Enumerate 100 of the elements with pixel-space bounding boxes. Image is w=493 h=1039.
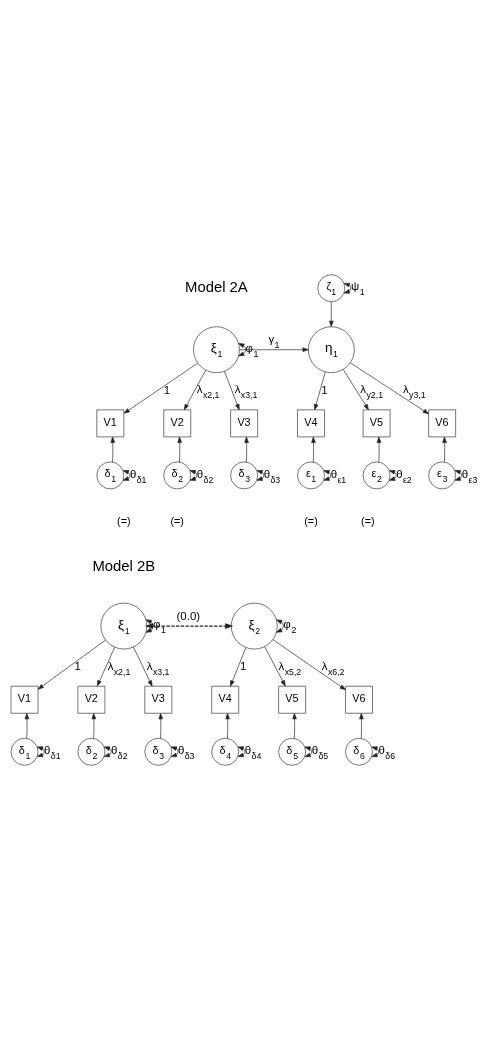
node-circle: ξ$_{1}$ bbox=[193, 325, 240, 373]
arrow bbox=[103, 745, 112, 757]
edge-label: λ$_{x3,1}$ bbox=[234, 382, 258, 400]
arrow bbox=[183, 369, 207, 410]
edge-label: θ$_{δ2}$ bbox=[196, 467, 214, 484]
arrow bbox=[359, 712, 364, 739]
node-circle: δ$_{5}$ bbox=[278, 737, 306, 766]
arrow bbox=[323, 469, 331, 481]
node-circle: δ$_{1}$ bbox=[96, 461, 125, 489]
arrow bbox=[170, 745, 179, 757]
arrow bbox=[342, 368, 369, 410]
node-circle: ξ$_{2}$ bbox=[230, 602, 278, 649]
arrow bbox=[292, 712, 297, 739]
node-box: V5 bbox=[362, 409, 391, 437]
arrow bbox=[371, 745, 379, 757]
edge-label: 1 bbox=[321, 383, 328, 396]
arrow bbox=[329, 301, 334, 327]
node-box: V4 bbox=[211, 685, 240, 714]
arrow bbox=[343, 282, 352, 294]
label: (=) bbox=[117, 514, 131, 527]
edge-label: θ$_{ε2}$ bbox=[396, 467, 412, 484]
arrow bbox=[177, 436, 182, 462]
edge-label: θ$_{δ2}$ bbox=[111, 743, 128, 761]
edge-label: θ$_{δ3}$ bbox=[263, 467, 281, 484]
edge-label: θ$_{ε1}$ bbox=[330, 467, 347, 484]
edge-label: 1 bbox=[240, 659, 247, 672]
arrow bbox=[272, 638, 346, 690]
arrow bbox=[313, 371, 326, 410]
node-circle: ε$_{3}$ bbox=[428, 461, 456, 489]
node-box: V4 bbox=[297, 409, 325, 437]
edge-label: (0.0) bbox=[176, 609, 201, 622]
arrow bbox=[123, 362, 199, 414]
label: Model 2B bbox=[92, 557, 156, 574]
node-box: V1 bbox=[96, 409, 125, 437]
node-box: V5 bbox=[278, 685, 306, 714]
edge-label: 1 bbox=[163, 383, 171, 396]
arrow bbox=[239, 347, 309, 352]
edge-label: θ$_{δ3}$ bbox=[177, 743, 195, 761]
arrow bbox=[225, 712, 230, 739]
edge-label: λ$_{x2,1}$ bbox=[196, 382, 220, 400]
arrow bbox=[311, 436, 316, 462]
arrow bbox=[276, 619, 284, 633]
node-circle: ζ$_{1}$ bbox=[317, 273, 346, 302]
arrow bbox=[230, 646, 247, 686]
node-circle: δ$_{4}$ bbox=[211, 737, 240, 766]
node-circle: δ$_{1}$ bbox=[10, 737, 39, 766]
arrow bbox=[96, 646, 115, 686]
arrow bbox=[224, 370, 240, 410]
node-box: V2 bbox=[163, 409, 192, 437]
edge-label: 1 bbox=[74, 659, 81, 672]
edge-label: φ$_{2}$ bbox=[283, 617, 297, 635]
arrow bbox=[37, 745, 45, 757]
node-box: V2 bbox=[77, 685, 106, 714]
edge-label: λ$_{x6,2}$ bbox=[321, 659, 345, 677]
label: (=) bbox=[304, 514, 318, 527]
node-box: V3 bbox=[144, 685, 173, 714]
arrow bbox=[91, 712, 97, 739]
node-circle: δ$_{2}$ bbox=[77, 737, 106, 766]
edge-label: θ$_{δ6}$ bbox=[378, 743, 396, 761]
arrow bbox=[237, 745, 246, 757]
edge-label: θ$_{δ1}$ bbox=[44, 743, 61, 761]
node-circle: ε$_{2}$ bbox=[362, 461, 391, 489]
arrow bbox=[158, 712, 163, 739]
arrow bbox=[189, 469, 198, 481]
node-circle: δ$_{3}$ bbox=[230, 461, 258, 489]
node-circle: δ$_{2}$ bbox=[163, 461, 192, 489]
node-circle: η$_{1}$ bbox=[308, 325, 355, 373]
arrow bbox=[238, 342, 246, 356]
arrow bbox=[454, 469, 463, 481]
edge-label: λ$_{x3,1}$ bbox=[146, 659, 170, 677]
edge-label: ψ$_{1}$ bbox=[350, 279, 365, 297]
node-circle: ξ$_{1}$ bbox=[100, 602, 148, 649]
arrow bbox=[389, 469, 397, 481]
node-box: V6 bbox=[345, 685, 373, 714]
edge-label: λ$_{y3,1}$ bbox=[402, 382, 426, 400]
arrow bbox=[122, 469, 131, 481]
label: (=) bbox=[170, 514, 184, 527]
arrow bbox=[37, 639, 106, 690]
node-box: V6 bbox=[428, 409, 456, 437]
node-box: V3 bbox=[230, 409, 258, 437]
edge-label: λ$_{x5,2}$ bbox=[278, 659, 302, 677]
edge-label: θ$_{δ5}$ bbox=[311, 743, 329, 761]
edge-label: λ$_{x2,1}$ bbox=[107, 659, 131, 677]
node-circle: ε$_{1}$ bbox=[297, 461, 325, 489]
edge-label: φ$_{1}$ bbox=[245, 341, 259, 359]
label: Model 2A bbox=[185, 278, 248, 295]
label: (=) bbox=[361, 514, 375, 527]
edge-label: λ$_{y2,1}$ bbox=[360, 382, 384, 400]
arrow bbox=[133, 646, 153, 686]
arrow bbox=[244, 436, 249, 462]
arrow bbox=[442, 436, 447, 462]
node-box: V1 bbox=[10, 685, 39, 714]
edge-label: θ$_{δ4}$ bbox=[244, 743, 262, 761]
edge-label: γ$_{1}$ bbox=[268, 332, 280, 350]
node-circle: δ$_{6}$ bbox=[345, 737, 373, 766]
arrow bbox=[350, 361, 429, 414]
arrow bbox=[264, 645, 286, 686]
arrow bbox=[24, 712, 30, 739]
arrow bbox=[376, 436, 382, 462]
arrow bbox=[304, 745, 313, 757]
